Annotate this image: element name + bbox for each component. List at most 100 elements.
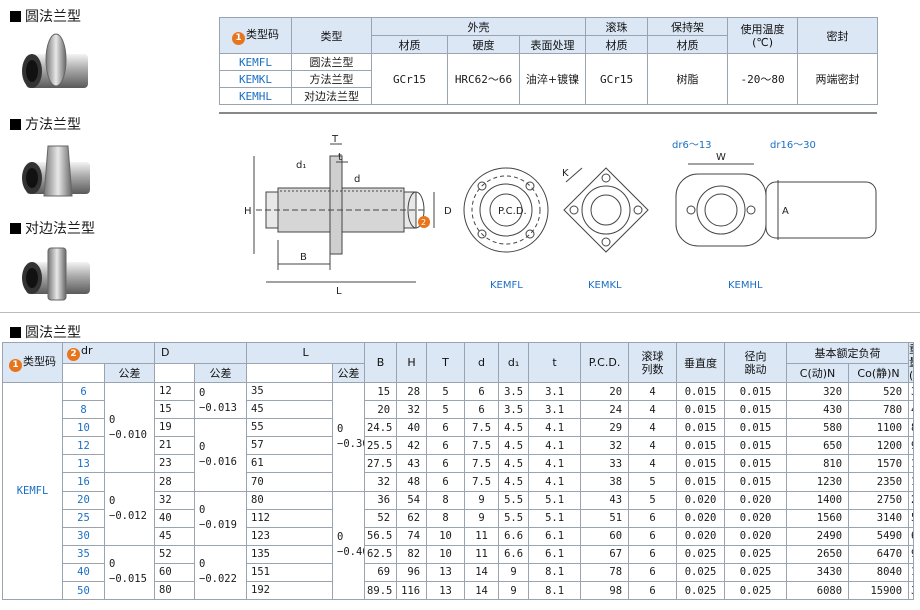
svg-text:d₁: d₁	[296, 160, 306, 171]
dim-w: 120	[908, 454, 914, 474]
dim-dr-link[interactable]: 35	[62, 544, 105, 564]
dim-B: 69	[364, 562, 398, 583]
dim-pcd: 43	[580, 490, 630, 510]
dim-run: 0.025	[724, 544, 788, 564]
dim-w: 507	[908, 508, 914, 528]
dim-header-C0: Co(静)N	[848, 362, 910, 384]
dim-dr-link[interactable]: 16	[62, 472, 105, 492]
dim-n: 4	[628, 454, 678, 474]
dim-B: 89.5	[364, 581, 398, 601]
dim-n: 6	[628, 581, 678, 601]
dim-d1: 9	[498, 581, 530, 601]
table-cell: 70	[246, 472, 334, 492]
dim-run: 0.015	[724, 381, 788, 402]
label-D: D	[444, 206, 452, 217]
dim-dr-link[interactable]: 40	[62, 562, 105, 583]
dim-header-runout: 径向 跳动	[724, 342, 788, 383]
svg-text:K: K	[562, 168, 569, 179]
dim-w: 31	[908, 381, 914, 402]
dim-C0: 3140	[848, 508, 910, 528]
dim-C: 2650	[786, 544, 850, 564]
dim-t: 4.1	[528, 418, 582, 438]
dim-code-link[interactable]: KEMFL	[2, 381, 63, 601]
dim-D-tol: 0 −0.016	[194, 418, 248, 492]
dim-H: 40	[396, 418, 428, 438]
table-cell: 192	[246, 581, 334, 601]
dim-dr-tol: 0 −0.015	[104, 544, 156, 601]
dim-dr-link[interactable]: 20	[62, 490, 105, 510]
dim-dr-link[interactable]: 50	[62, 581, 105, 601]
dim-n: 5	[628, 490, 678, 510]
dim-run: 0.020	[724, 490, 788, 510]
dim-t: 4.1	[528, 472, 582, 492]
dim-t: 5.1	[528, 508, 582, 528]
dim-C: 580	[786, 418, 850, 438]
dim-w: 1480	[908, 562, 914, 583]
dim-C: 1230	[786, 472, 850, 492]
dim-pcd: 98	[580, 581, 630, 601]
svg-text:d: d	[354, 174, 360, 185]
dim-header-d: d	[464, 342, 500, 383]
dim-d: 7.5	[464, 436, 500, 456]
dim-D-tol: 0 −0.013	[194, 381, 248, 420]
dim-T: 13	[426, 581, 466, 601]
dim-dr-link[interactable]: 12	[62, 436, 105, 456]
dim-dr-link[interactable]: 13	[62, 454, 105, 474]
spec-header-type: 类型	[291, 17, 372, 54]
dim-d: 6	[464, 400, 500, 420]
dim-header-B: B	[364, 342, 398, 383]
dim-dr-link[interactable]: 8	[62, 400, 105, 420]
dim-d1: 5.5	[498, 490, 530, 510]
dim-dr-link[interactable]: 6	[62, 381, 105, 402]
spec-code-link[interactable]: KEMFL	[219, 53, 292, 71]
dim-perp: 0.015	[676, 436, 726, 456]
spec-sub-cage-material: 材质	[647, 35, 729, 54]
table-cell: 21	[154, 436, 196, 456]
svg-text:W: W	[716, 152, 726, 163]
dim-d: 11	[464, 526, 500, 546]
dim-B: 27.5	[364, 454, 398, 474]
dim-header-rows: 滚球 列数	[628, 342, 678, 383]
dim-pcd: 33	[580, 454, 630, 474]
dim-d1: 3.5	[498, 400, 530, 420]
dim-w: 89	[908, 418, 914, 438]
svg-text:2: 2	[421, 218, 426, 227]
spec-ball-material: GCr15	[585, 53, 649, 105]
table-cell: 135	[246, 544, 334, 564]
dim-d: 14	[464, 581, 500, 601]
spec-sub-ball-material: 材质	[585, 35, 649, 54]
spec-shell-material: GCr15	[371, 53, 448, 105]
dim-dr-link[interactable]: 10	[62, 418, 105, 438]
type-label: 方法兰型	[25, 117, 81, 133]
dim-run: 0.020	[724, 508, 788, 528]
dim-d1: 4.5	[498, 472, 530, 492]
spec-code-link[interactable]: KEMKL	[219, 70, 292, 88]
table-cell: 45	[246, 400, 334, 420]
svg-text:KEMHL: KEMHL	[728, 280, 763, 291]
dim-H: 74	[396, 526, 428, 546]
dim-run: 0.015	[724, 454, 788, 474]
dim-C0: 780	[848, 400, 910, 420]
dim-C0: 5490	[848, 526, 910, 546]
dim-B: 52	[364, 508, 398, 528]
dim-header-D-tol: 公差	[194, 362, 248, 384]
type-label: 圆法兰型	[25, 9, 81, 25]
dim-L-tol: 0 −0.30	[332, 382, 366, 492]
dim-dr-link[interactable]: 30	[62, 526, 105, 546]
svg-text:A: A	[782, 206, 789, 217]
spec-type-name: 对边法兰型	[291, 87, 372, 105]
spec-code-link[interactable]: KEMHL	[219, 87, 292, 105]
dim-pcd: 51	[580, 508, 630, 528]
dim-perp: 0.015	[676, 381, 726, 402]
dim-dr-tol: 0 −0.012	[104, 472, 156, 546]
type-heading-round: 圆法兰型	[10, 6, 81, 26]
spec-cage-material: 树脂	[647, 53, 729, 105]
type-heading-square: 方法兰型	[10, 114, 81, 134]
spec-hardness: HRC62～66	[447, 53, 520, 105]
dim-dr-link[interactable]: 25	[62, 508, 105, 528]
